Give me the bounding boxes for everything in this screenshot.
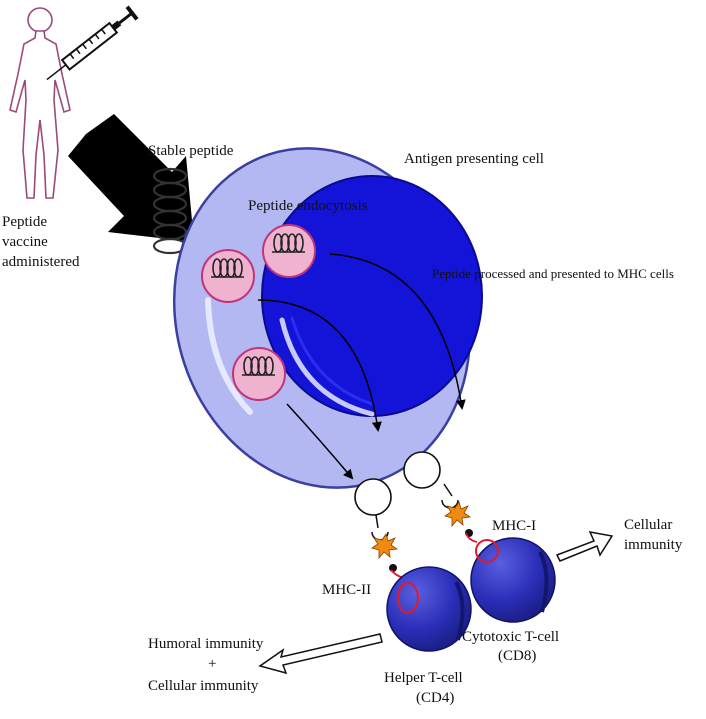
- mhc-i-burst-icon: [444, 501, 472, 528]
- humoral-label-2: Cellular immunity: [148, 678, 259, 694]
- cytotoxic-label-1: Cytotoxic T-cell: [462, 629, 559, 645]
- mhc-ii-label: MHC-II: [322, 582, 371, 598]
- processed-label: Peptide processed and presented to MHC c…: [432, 266, 674, 281]
- mhc-ii-surface-receptor: [354, 478, 392, 516]
- peptide-vaccine-label-2: vaccine: [2, 234, 48, 250]
- vesicle-3: [232, 347, 286, 401]
- administration-arrow-icon: [68, 114, 194, 242]
- humoral-label-plus: +: [208, 656, 216, 672]
- cytotoxic-label-2: (CD8): [498, 648, 536, 664]
- peptide-vaccine-label-3: administered: [2, 254, 80, 270]
- stable-peptide-label: Stable peptide: [148, 143, 234, 159]
- tcr-cd4-icon: [397, 582, 419, 614]
- apc-label: Antigen presenting cell: [404, 151, 544, 167]
- cellular-immunity-arrow-icon: [555, 531, 614, 562]
- humoral-label-1: Humoral immunity: [148, 636, 264, 652]
- peptide-vaccine-label-1: Peptide: [2, 214, 47, 230]
- helper-label-1: Helper T-cell: [384, 670, 463, 686]
- vesicle-2: [201, 249, 255, 303]
- human-figure-icon: [9, 7, 71, 199]
- tcr-cd8-icon: [475, 539, 499, 563]
- humoral-immunity-arrow-icon: [258, 633, 383, 675]
- mhc-i-label: MHC-I: [492, 518, 536, 534]
- helper-t-cell: [386, 566, 472, 652]
- process-arrow-1: [329, 253, 466, 410]
- mhc-i-complex: [441, 483, 478, 543]
- process-arrow-2: [257, 299, 382, 432]
- cytotoxic-t-cell: [470, 537, 556, 623]
- mhc-ii-complex: [371, 514, 405, 579]
- stable-peptide-coil-icon: [152, 167, 195, 263]
- cellular-immunity-label-1: Cellular: [624, 517, 672, 533]
- mhc-i-surface-receptor: [403, 451, 441, 489]
- vesicle-1: [262, 224, 316, 278]
- endocytosis-label: Peptide endocytosis: [248, 198, 368, 214]
- helper-label-2: (CD4): [416, 690, 454, 706]
- syringe-icon: [46, 5, 139, 81]
- process-arrow-3: [286, 403, 354, 480]
- mhc-ii-burst-icon: [371, 533, 399, 560]
- cellular-immunity-label-2: immunity: [624, 537, 683, 553]
